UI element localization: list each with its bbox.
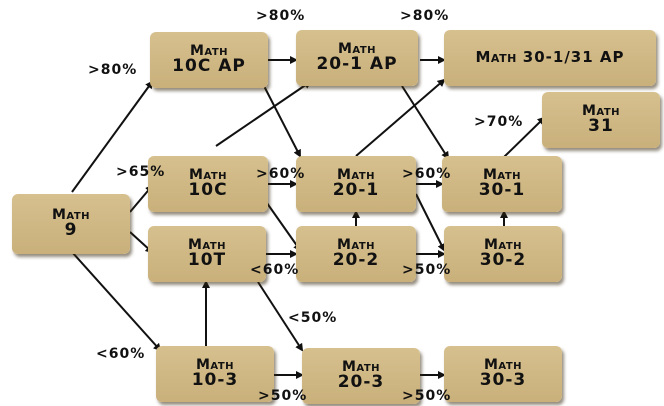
arrow-20-1-to-30-2 bbox=[415, 193, 445, 252]
node-math-9: Math 9 bbox=[12, 194, 130, 254]
node-course: 20-2 bbox=[332, 250, 380, 271]
node-math-31: Math 31 bbox=[542, 92, 660, 148]
arrow-20-1-ap-to-30-1 bbox=[401, 85, 450, 160]
node-math-10c: Math 10C bbox=[148, 156, 268, 212]
label-to-31: >70% bbox=[474, 114, 524, 130]
node-title: Math bbox=[337, 40, 377, 57]
node-math-20-3: Math 20-3 bbox=[302, 348, 420, 404]
label-to-20-1-ap: >80% bbox=[256, 8, 306, 24]
node-title: Math bbox=[475, 48, 517, 67]
node-math-20-1-ap: Math 20-1 AP bbox=[296, 30, 418, 86]
label-to-30-2: >50% bbox=[402, 262, 452, 278]
arrow-20-1-to-30-ap bbox=[355, 78, 446, 157]
node-course: 9 bbox=[64, 220, 78, 241]
node-title: Math bbox=[51, 206, 91, 223]
label-to-30-ap: >80% bbox=[400, 8, 450, 24]
node-course: 30-2 bbox=[479, 250, 527, 271]
node-title: Math bbox=[581, 102, 621, 119]
label-10t-to-20-3: <50% bbox=[288, 310, 338, 326]
node-math-20-2: Math 20-2 bbox=[296, 226, 416, 282]
node-course: 31 bbox=[588, 116, 614, 137]
arrow-10c-to-20-1-ap bbox=[215, 80, 312, 147]
arrow-10c-to-20-2 bbox=[261, 195, 302, 252]
node-course: 30-1/31 AP bbox=[522, 48, 625, 67]
label-to-20-1: >60% bbox=[256, 166, 306, 182]
node-title: Math bbox=[195, 356, 235, 373]
label-to-10c: >65% bbox=[116, 164, 166, 180]
arrow-30-1-to-31 bbox=[503, 116, 546, 158]
node-title: Math bbox=[483, 356, 523, 373]
node-course: 20-3 bbox=[337, 372, 385, 393]
node-math-10-3: Math 10-3 bbox=[156, 346, 274, 402]
node-title: Math bbox=[189, 42, 229, 59]
node-math-10t: Math 10T bbox=[148, 226, 266, 282]
label-to-30-3: >50% bbox=[402, 388, 452, 404]
node-course: 10C AP bbox=[172, 56, 246, 77]
node-course: 10C bbox=[188, 180, 228, 201]
label-to-30-1: >60% bbox=[402, 166, 452, 182]
node-course: 20-1 AP bbox=[316, 54, 398, 75]
label-to-10-3: <60% bbox=[96, 346, 146, 362]
node-course: 10T bbox=[187, 250, 227, 271]
arrow-9-to-10c-ap bbox=[71, 80, 154, 193]
node-course: 30-1 bbox=[478, 180, 526, 201]
label-to-20-3: >50% bbox=[258, 388, 308, 404]
node-math-20-1: Math 20-1 bbox=[296, 156, 416, 212]
node-course: 20-1 bbox=[332, 180, 380, 201]
node-math-30-1: Math 30-1 bbox=[442, 156, 562, 212]
label-to-20-2: <60% bbox=[250, 262, 300, 278]
node-title: Math bbox=[336, 236, 376, 253]
node-course: 30-3 bbox=[479, 370, 527, 391]
node-math-30-1-31-ap: Math 30-1/31 AP bbox=[444, 30, 656, 86]
node-course: 10-3 bbox=[191, 370, 239, 391]
arrow-10t-to-20-3 bbox=[257, 281, 304, 352]
arrow-10c-ap-to-20-1 bbox=[263, 85, 301, 158]
node-title: Math bbox=[187, 236, 227, 253]
label-to-10c-ap: >80% bbox=[88, 62, 138, 78]
node-math-10c-ap: Math 10C AP bbox=[150, 32, 268, 88]
node-title: Math bbox=[341, 358, 381, 375]
node-title: Math bbox=[336, 166, 376, 183]
node-title: Math bbox=[483, 236, 523, 253]
node-math-30-3: Math 30-3 bbox=[444, 346, 562, 402]
node-math-30-2: Math 30-2 bbox=[444, 226, 562, 282]
node-title: Math bbox=[188, 166, 228, 183]
node-title: Math bbox=[482, 166, 522, 183]
arrow-9-to-10-3 bbox=[71, 251, 162, 352]
